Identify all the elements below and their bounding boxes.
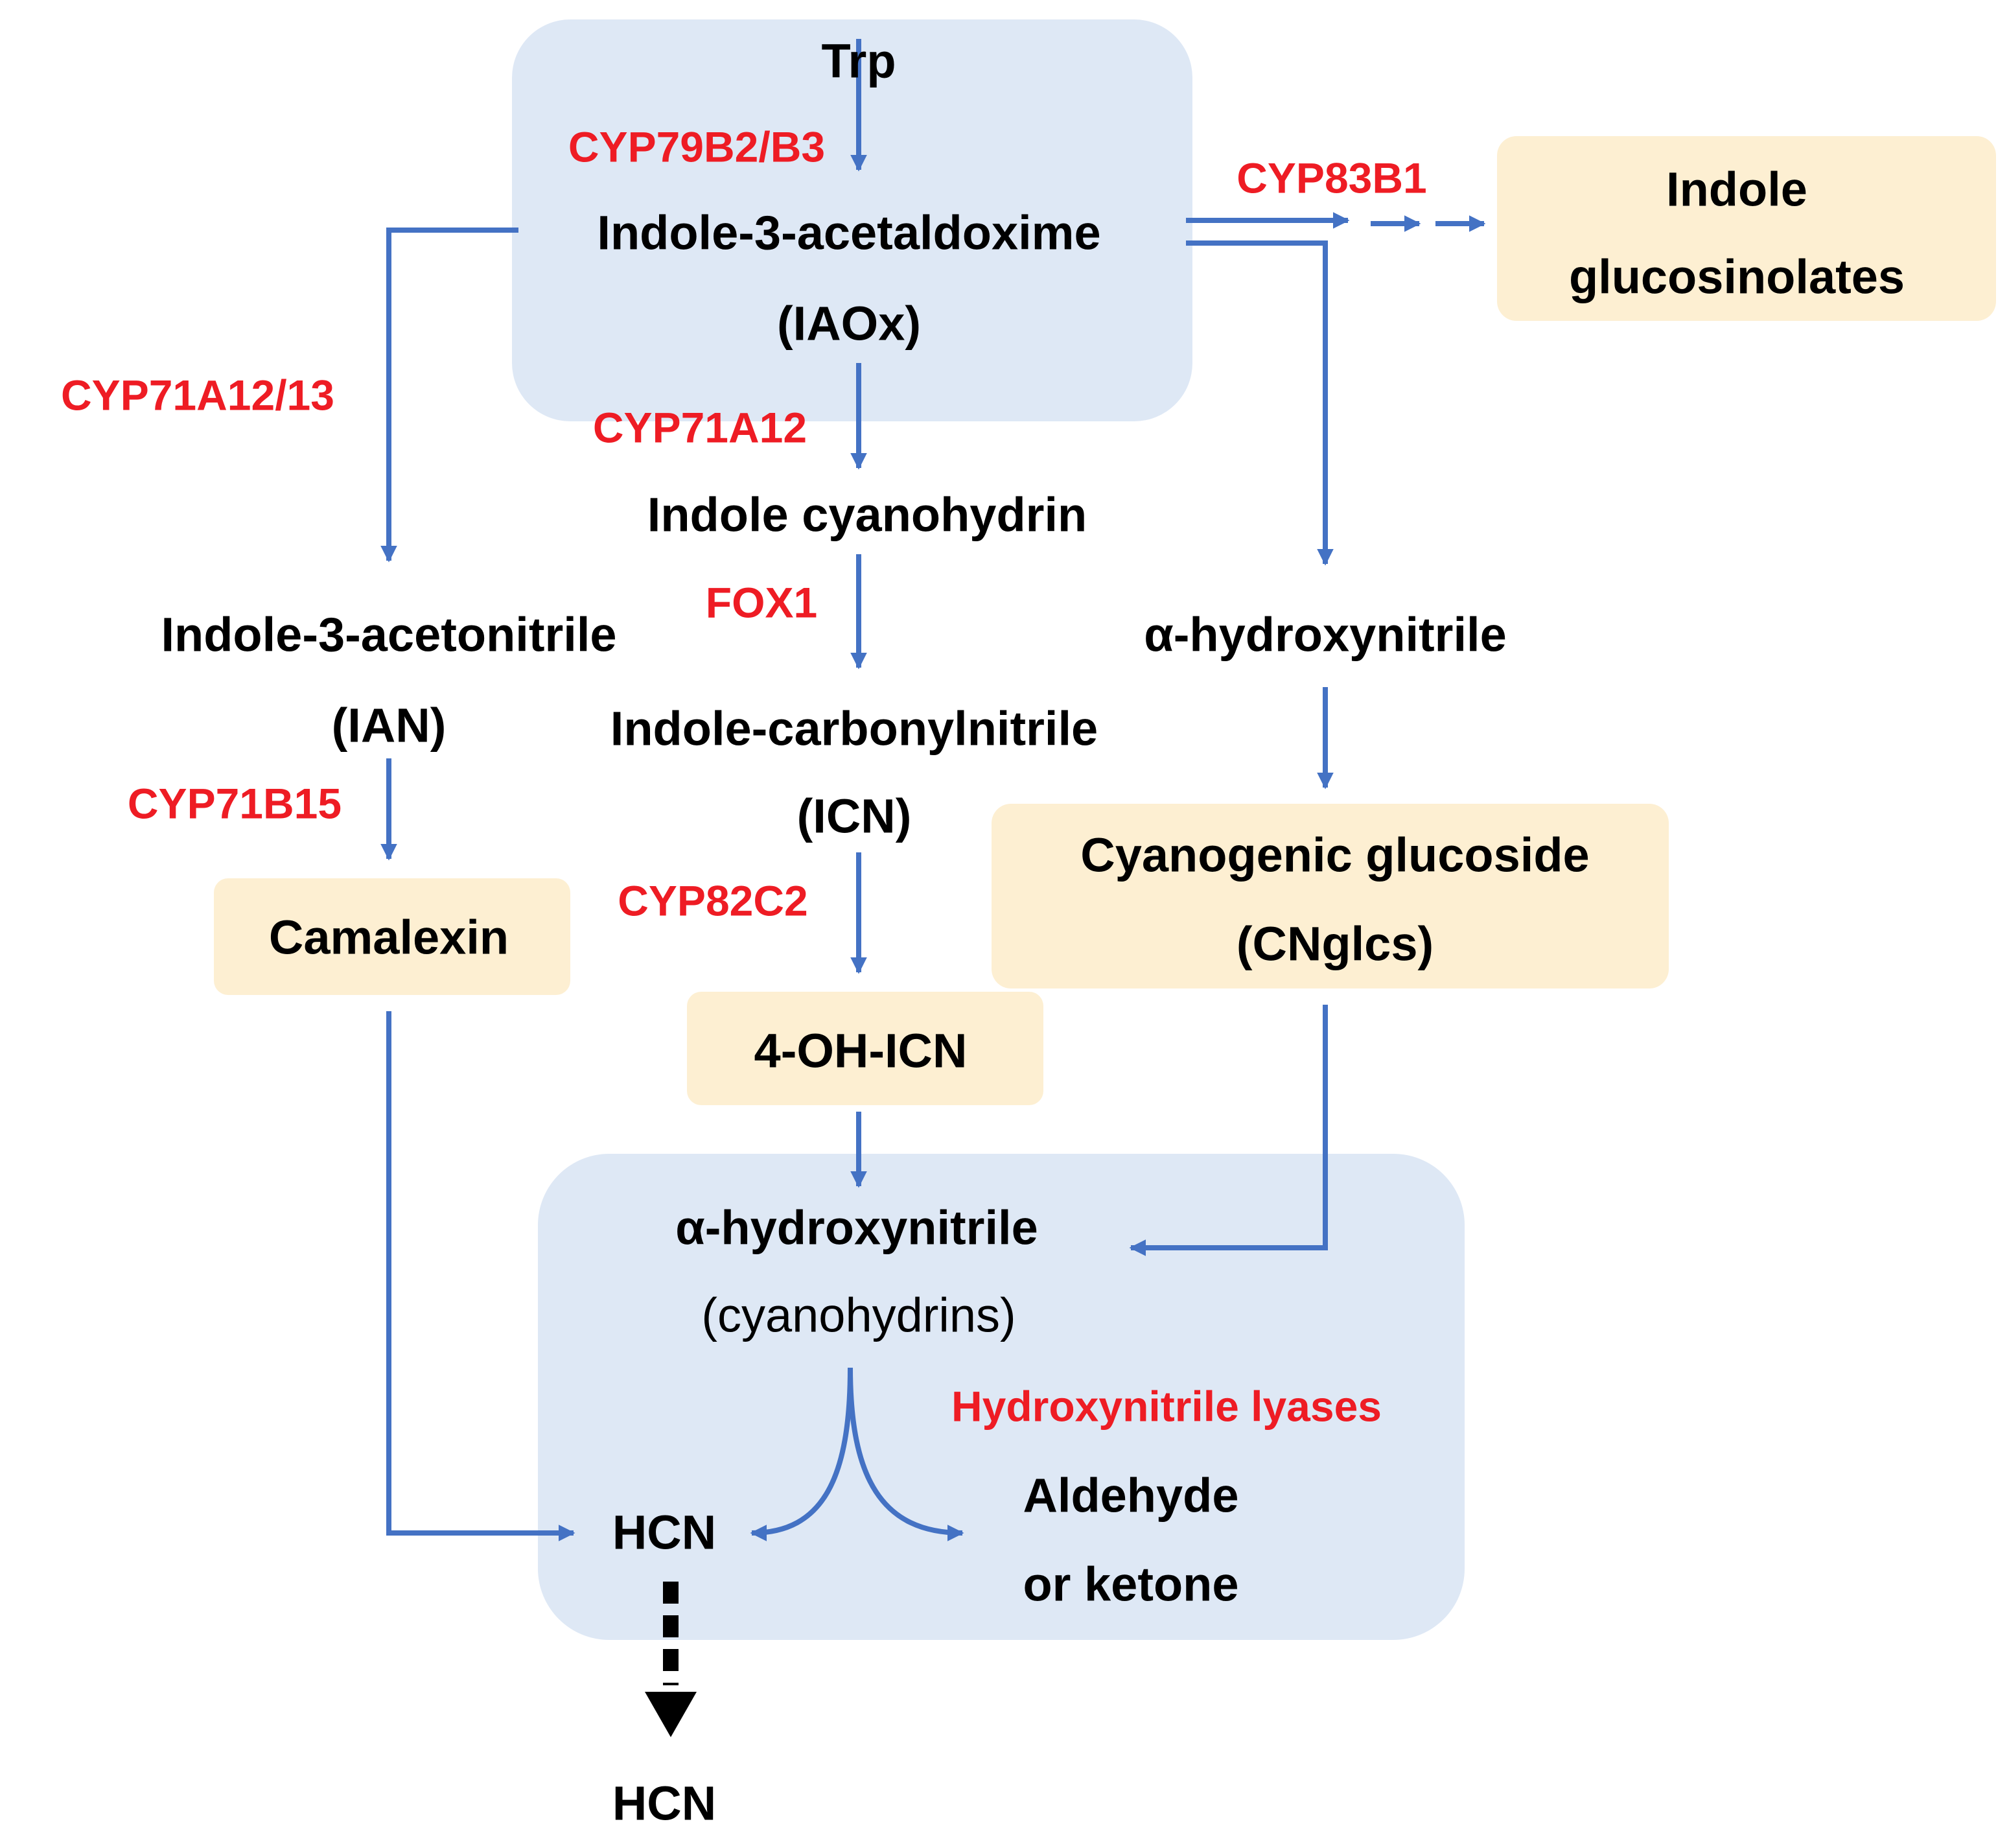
trp-label: Trp xyxy=(821,34,896,88)
enzyme-cyp71b15: CYP71B15 xyxy=(128,779,342,827)
iaox-abbr-label: (IAOx) xyxy=(777,297,921,351)
cyanogenic-glucoside-box xyxy=(992,804,1669,988)
cyanogenic-glucoside-line1: Cyanogenic glucoside xyxy=(1080,828,1589,882)
aldehyde-line2: or ketone xyxy=(1023,1558,1238,1611)
alpha-hydroxynitrile-bottom-label: α-hydroxynitrile xyxy=(675,1201,1038,1255)
icn-abbr-label: (ICN) xyxy=(797,789,912,843)
alpha-hydroxynitrile-right-label: α-hydroxynitrile xyxy=(1144,608,1506,662)
enzyme-cyp79b2-b3: CYP79B2/B3 xyxy=(568,123,825,170)
top-blue-region xyxy=(512,19,1192,421)
hcn-released-label: HCN xyxy=(612,1777,716,1830)
arrow-hnl-to-hcn xyxy=(750,1367,853,1541)
aldehyde-line1: Aldehyde xyxy=(1023,1469,1238,1523)
camalexin-box xyxy=(214,878,570,995)
camalexin-label: Camalexin xyxy=(269,911,509,965)
cyanogenic-glucoside-line2: (CNglcs) xyxy=(1237,917,1434,971)
enzyme-cyp71a12: CYP71A12 xyxy=(593,403,807,451)
indole-glucosinolates-line2: glucosinolates xyxy=(1569,250,1905,304)
iaox-name-label: Indole-3-acetaldoxime xyxy=(597,206,1100,260)
indole-cyanohydrin-label: Indole cyanohydrin xyxy=(647,488,1087,542)
indole-glucosinolates-box xyxy=(1497,136,1996,321)
pathway-arrows xyxy=(380,39,1486,1541)
enzyme-cyp71a12-13: CYP71A12/13 xyxy=(61,371,334,419)
enzyme-cyp83b1: CYP83B1 xyxy=(1237,154,1427,202)
arrow-iaox-to-alpha-hydroxynitrile xyxy=(1186,240,1334,566)
oh-icn-label: 4-OH-ICN xyxy=(754,1024,968,1078)
cyanohydrins-label: (cyanohydrins) xyxy=(701,1289,1016,1342)
enzyme-cyp82c2: CYP82C2 xyxy=(618,876,808,924)
enzyme-fox1: FOX1 xyxy=(706,578,817,626)
oh-icn-box xyxy=(687,992,1043,1105)
indole-glucosinolates-line1: Indole xyxy=(1666,163,1807,216)
ian-name-label: Indole-3-acetonitrile xyxy=(161,608,616,662)
bottom-blue-region xyxy=(538,1154,1465,1640)
hcn-release-arrowhead xyxy=(645,1692,697,1737)
arrow-cnglcs-to-hydroxynitrile xyxy=(1129,1005,1328,1256)
icn-name-label: Indole-carbonylnitrile xyxy=(610,702,1098,756)
arrow-iaox-to-ian xyxy=(380,228,518,563)
hcn-inner-label: HCN xyxy=(612,1506,716,1560)
ian-abbr-label: (IAN) xyxy=(332,699,447,753)
enzyme-hydroxynitrile-lyases: Hydroxynitrile lyases xyxy=(951,1382,1382,1430)
arrow-camalexin-to-hcn xyxy=(386,1011,575,1541)
arrow-hnl-to-aldehyde xyxy=(848,1367,964,1541)
